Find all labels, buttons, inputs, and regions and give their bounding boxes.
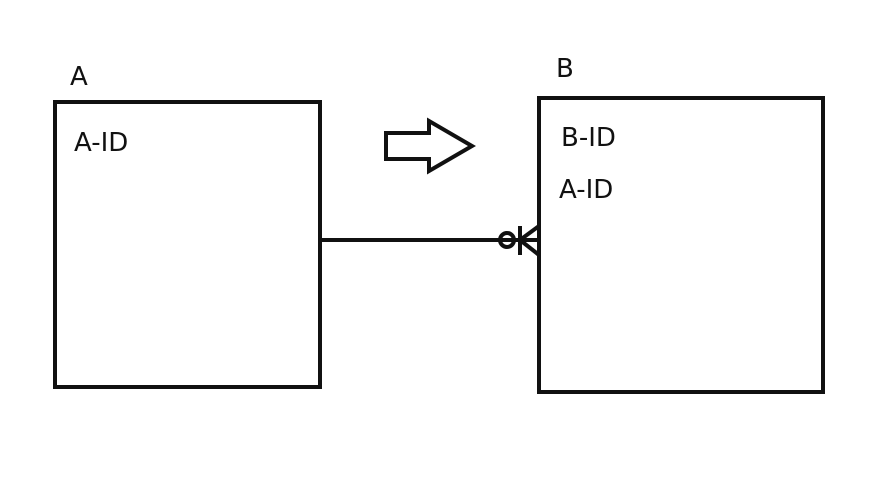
relationship-connector[interactable]	[322, 224, 541, 257]
right-arrow-icon	[384, 117, 476, 175]
entity-a-attribute-a-id: A-ID	[74, 128, 129, 158]
entity-b-attribute-a-id: A-ID	[559, 175, 614, 205]
entity-b-box[interactable]	[537, 96, 825, 394]
entity-a-title: A	[70, 62, 88, 92]
entity-a-box[interactable]	[53, 100, 322, 389]
zero-cardinality-icon	[498, 231, 516, 249]
entity-b-title: B	[556, 54, 574, 84]
crows-foot-icon	[518, 224, 541, 257]
entity-b-attribute-b-id: B-ID	[561, 123, 616, 153]
